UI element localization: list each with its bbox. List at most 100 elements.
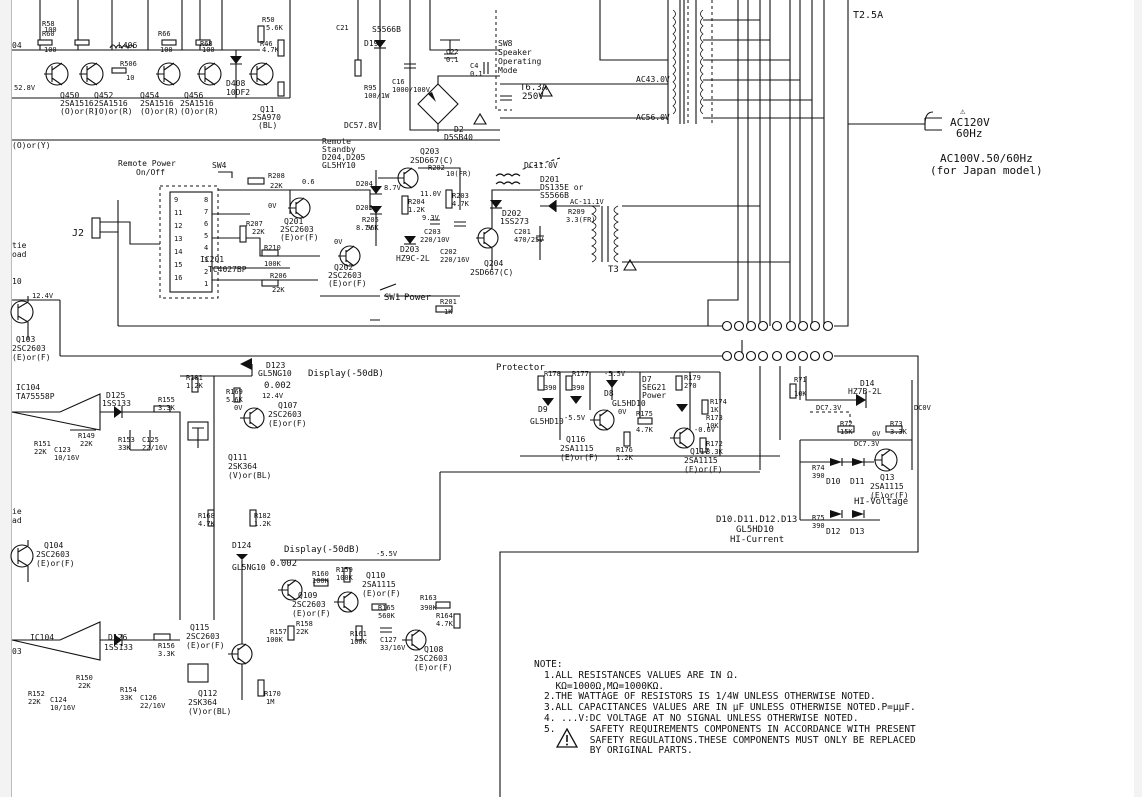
q108-part: 2SC2603 xyxy=(414,654,448,663)
q454-label: Q454 xyxy=(140,91,159,100)
r157-value: 100K xyxy=(266,636,284,644)
v0b-label: 0V xyxy=(334,238,343,246)
r206-value: 22K xyxy=(272,286,285,294)
ic201-pin-right: 8 xyxy=(204,196,208,204)
d125-label: D125 xyxy=(106,391,125,400)
r95-value: 100/1W xyxy=(364,92,390,100)
c202-label: C202 xyxy=(440,248,457,256)
q110-sel: (E)or(F) xyxy=(362,589,401,598)
neg0-6-label: -0.6V xyxy=(694,426,716,434)
q456-part: 2SA1516 xyxy=(180,99,214,108)
q4-label: 04 xyxy=(12,41,22,50)
ic201-pin-left: 11 xyxy=(174,209,182,217)
r151-label: R151 xyxy=(34,440,51,448)
side-label-03: 03 xyxy=(12,647,22,656)
q202-sel: (E)or(F) xyxy=(328,279,367,288)
q201-label: Q201 xyxy=(284,217,303,226)
neg5-5a-label: -5.5V xyxy=(376,550,398,558)
r181-value: 1.2K xyxy=(186,382,204,390)
ic201-pin-right: 3 xyxy=(204,256,208,264)
r60-label: R60 xyxy=(42,30,55,38)
ic104a-label: IC104 xyxy=(16,383,40,392)
ic201-pin-left: 9 xyxy=(174,196,178,204)
ic201-pin-left: 12 xyxy=(174,222,182,230)
note-1: 1.ALL RESISTANCES VALUES ARE IN Ω. xyxy=(544,669,739,681)
d203-label: D203 xyxy=(400,245,419,254)
r205-value: 56K xyxy=(366,224,379,232)
sw8-operating: Operating xyxy=(498,57,542,66)
d123-label: D123 xyxy=(266,361,285,370)
q203-part: 2SD667(C) xyxy=(410,156,453,165)
q201-part: 2SC2603 xyxy=(280,225,314,234)
ic201-pin-left: 13 xyxy=(174,235,182,243)
d2-part: D5SB40 xyxy=(444,133,473,142)
q116-part: 2SA1115 xyxy=(560,444,594,453)
d7-part: SEG21 xyxy=(642,383,666,392)
q103-part: 2SC2603 xyxy=(12,344,46,353)
display1-label: Display(-50dB) xyxy=(308,369,384,379)
v12-4a-label: 12.4V xyxy=(32,292,54,300)
r46-label: R46 xyxy=(260,40,273,48)
ic201-pin-right: 2 xyxy=(204,268,208,276)
q11-label: Q11 xyxy=(260,105,275,114)
r168-value: 4.7K xyxy=(198,520,216,528)
c127-value: 33/16V xyxy=(380,644,406,652)
fuse2-rating: T6.3A xyxy=(520,83,548,93)
sw8-speaker: Speaker xyxy=(498,48,532,57)
v0a-label: 0V xyxy=(268,202,277,210)
q452-label: Q452 xyxy=(94,91,113,100)
q454-sel: (O)or(R) xyxy=(140,107,179,116)
r160-value: 100K xyxy=(312,577,330,585)
d124-label: D124 xyxy=(232,541,251,550)
v12-4b-label: 12.4V xyxy=(262,392,284,400)
q110-part: 2SA1115 xyxy=(362,580,396,589)
r153-value: 33K xyxy=(118,444,131,452)
c203-label: C203 xyxy=(424,228,441,236)
side-label-ad: ad xyxy=(12,516,22,525)
r152-value: 22K xyxy=(28,698,41,706)
c203-value: 220/10V xyxy=(420,236,450,244)
q452-part: 2SA1516 xyxy=(94,99,128,108)
r74-label: R74 xyxy=(812,464,825,472)
r209-label: R209 xyxy=(568,208,585,216)
r172-value: 3.3K xyxy=(706,448,724,456)
r50-value: 5.6K xyxy=(266,24,284,32)
hi-current-label: HI-Current xyxy=(730,535,784,545)
r50-label: R50 xyxy=(262,16,275,24)
d203-part: HZ9C-2L xyxy=(396,254,430,263)
r177-label: R177 xyxy=(572,370,589,378)
d204-label: D204 xyxy=(356,180,373,188)
q203-label: Q203 xyxy=(420,147,439,156)
r58-value: 100 xyxy=(44,26,57,34)
ic104b-label: IC104 xyxy=(30,633,54,642)
fuse2-voltage: 250V xyxy=(522,92,544,102)
note-3: 3.ALL CAPACITANCES VALUES ARE IN μF UNLE… xyxy=(544,702,916,714)
sw8-label: SW8 xyxy=(498,39,513,48)
safety-triangle-icon: ⚠ xyxy=(960,107,966,117)
power-bus-lines xyxy=(12,0,925,797)
sw8-mode: Mode xyxy=(498,66,517,75)
ac-input-frequency: 60Hz xyxy=(956,127,983,140)
q104-part: 2SC2603 xyxy=(36,550,70,559)
v8-7a-label: 8.7V xyxy=(356,224,374,232)
c123-label: C123 xyxy=(54,446,71,454)
q109-part: 2SC2603 xyxy=(292,600,326,609)
r165-label: R165 xyxy=(378,604,395,612)
r60-value: 100 xyxy=(44,46,57,54)
r154-value: 33K xyxy=(120,694,133,702)
q450-label: Q450 xyxy=(60,91,79,100)
d10-label: D10 xyxy=(826,477,841,486)
q115-part: 2SC2603 xyxy=(186,632,220,641)
c125-value: 22/16V xyxy=(142,444,168,452)
r506-label: R506 xyxy=(120,60,137,68)
r66-value: 100 xyxy=(160,46,173,54)
notes-heading: NOTE: xyxy=(534,659,563,670)
d7-power: Power xyxy=(642,391,666,400)
side-label-ie: ie xyxy=(12,507,22,516)
neg5-5b-label: -5.5V xyxy=(604,370,626,378)
dc7-3b-label: DC7.3V xyxy=(854,440,880,448)
note-5c: BY ORIGINAL PARTS. xyxy=(544,745,693,757)
ac-plug-icon xyxy=(924,111,942,131)
q11-part: 2SA970 xyxy=(252,113,281,122)
c126-label: C126 xyxy=(140,694,157,702)
